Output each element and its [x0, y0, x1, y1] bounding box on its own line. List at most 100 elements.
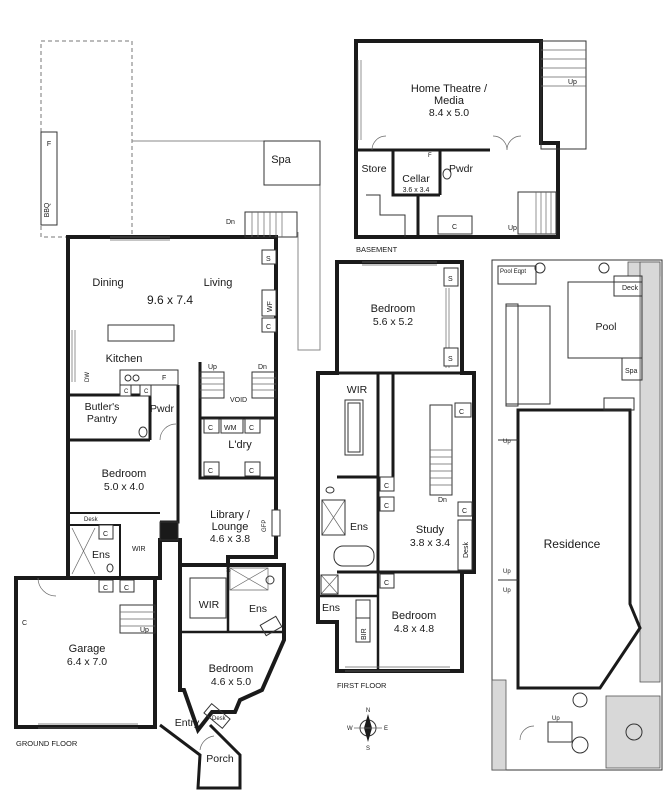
cellar-label: Cellar: [402, 173, 430, 185]
ff-stair-c: [454, 402, 472, 418]
internal-stair-left: [199, 371, 225, 399]
garage-dim: 6.4 x 7.0: [67, 656, 107, 668]
ff-ens-c-1-label: C: [384, 483, 389, 490]
pantry-cupboard-2: [139, 384, 152, 397]
compass-e: E: [384, 726, 388, 732]
basement-doors: [371, 135, 522, 151]
theatre-label-2: Media: [434, 95, 465, 107]
pool-label: Pool: [595, 321, 616, 333]
ens-gf-desk: Desk: [84, 517, 99, 523]
rear-stair: [244, 211, 298, 238]
internal-stair-right: [251, 371, 277, 399]
compass: N S E W: [347, 708, 388, 752]
rear-stair-treads: [251, 212, 283, 237]
site-spa: [621, 357, 643, 381]
ff-study-c: [457, 501, 473, 517]
library-label-1: Library /: [210, 509, 251, 521]
ff-ens-shower-box: [321, 499, 346, 536]
kitchen-island: [107, 324, 175, 342]
pwdr-toilet: [138, 426, 148, 438]
ff-bed1-s-bottom: [443, 347, 459, 367]
first-floor-label: FIRST FLOOR: [337, 681, 387, 690]
bed-front-label: Bedroom: [209, 663, 254, 675]
ff-bed2-dim: 4.8 x 4.8: [394, 623, 434, 635]
tree-4: [571, 736, 589, 754]
ff-stair-c-label: C: [459, 409, 464, 416]
ff-wir-island: [344, 399, 364, 456]
front-wing-inner: [180, 565, 284, 634]
garage-step-treads: [120, 611, 155, 627]
garage-walls: [14, 576, 157, 729]
ff-stair-dn: Dn: [438, 497, 447, 504]
living-dim: 9.6 x 7.4: [147, 293, 193, 307]
ldry-c-1: C: [208, 425, 213, 432]
garage-up: Up: [140, 627, 149, 634]
hedge-bottom-right: [605, 695, 661, 769]
living-s-cupboard: [261, 249, 277, 265]
ldry-cupboard-2: [244, 418, 261, 434]
ff-bed2-c-label: C: [384, 580, 389, 587]
ldry-c-3: C: [208, 468, 213, 475]
cellar-dim: 3.6 x 3.4: [403, 187, 430, 194]
gar-c-1: C: [103, 585, 108, 592]
butlers-label-1: Butler's: [85, 401, 120, 413]
ff-bed1-s-bottom-label: S: [448, 356, 453, 363]
deck: [613, 275, 643, 297]
ff-wir-island-inner: [347, 402, 361, 453]
ens-front-label: Ens: [249, 603, 267, 615]
front-steps: [547, 721, 573, 743]
ff-ens-toilet: [325, 486, 335, 494]
porch-label: Porch: [206, 753, 234, 765]
wir-gf-label: WIR: [132, 546, 146, 553]
compass-w: W: [347, 726, 353, 732]
side-path: [498, 439, 518, 581]
tree-2: [598, 262, 610, 274]
ens-gf-walls: [68, 512, 160, 578]
kitchen-bench: [119, 369, 179, 386]
bbq-terrace: [40, 40, 133, 238]
ff-wir-label: WIR: [347, 384, 368, 396]
spa-label: Spa: [271, 154, 291, 166]
wir-front-label: WIR: [199, 599, 220, 611]
ens-gf-shower: [71, 527, 96, 575]
ldry-label: L'dry: [228, 439, 252, 451]
ff-ens2-shower-box: [320, 574, 339, 595]
outbuilding-side: [505, 303, 519, 407]
fridge-label: F: [162, 375, 166, 382]
deck-label: Deck: [622, 285, 638, 292]
front-ens-s: S: [226, 567, 231, 574]
ground-floor-plan: F BBQ Spa Dn C C DW F S: [14, 40, 321, 790]
basement-stair-bottom-treads: [535, 192, 552, 234]
site-spa-label: Spa: [625, 368, 638, 375]
ldry-cupboard-3: [203, 461, 220, 477]
ens-gf-toilet: [106, 563, 114, 573]
internal-stair-left-treads: [200, 377, 224, 391]
pwdr-door: [159, 423, 177, 441]
residence-label: Residence: [544, 537, 601, 551]
hedge-right: [639, 261, 661, 683]
ff-study-desk-label: Desk: [463, 542, 470, 558]
stair-dn-label: Dn: [258, 364, 267, 371]
ff-ens2-walls: [318, 572, 380, 671]
outbuilding: [505, 305, 551, 405]
pool-eqpt-box: [497, 265, 537, 285]
site-up-4: Up: [552, 716, 560, 722]
basement-stair-top-treads: [541, 49, 586, 87]
basement-stair-up: Up: [508, 225, 517, 232]
dw-label: DW: [85, 372, 91, 382]
ff-study-c-label: C: [462, 508, 467, 515]
ff-ens2-vanity: [355, 599, 371, 619]
ff-ens-shower: [321, 499, 346, 536]
compass-n: N: [366, 708, 370, 714]
basement-toilet: [442, 168, 452, 180]
site-up-3: Up: [503, 588, 511, 594]
rear-stair-dn: Dn: [226, 219, 235, 226]
bbq-label: BBQ: [44, 202, 51, 217]
ff-bed1-s-top: [443, 267, 459, 287]
rear-window: [110, 236, 170, 241]
pantry-c-label: C: [124, 389, 129, 395]
basement-plan: Up C Up F Home Theatre / Media 8.4 x 5.0…: [354, 39, 587, 254]
ff-ens2-shower: [320, 574, 339, 595]
wf-cupboard: [261, 289, 277, 317]
tree-5: [625, 723, 643, 741]
